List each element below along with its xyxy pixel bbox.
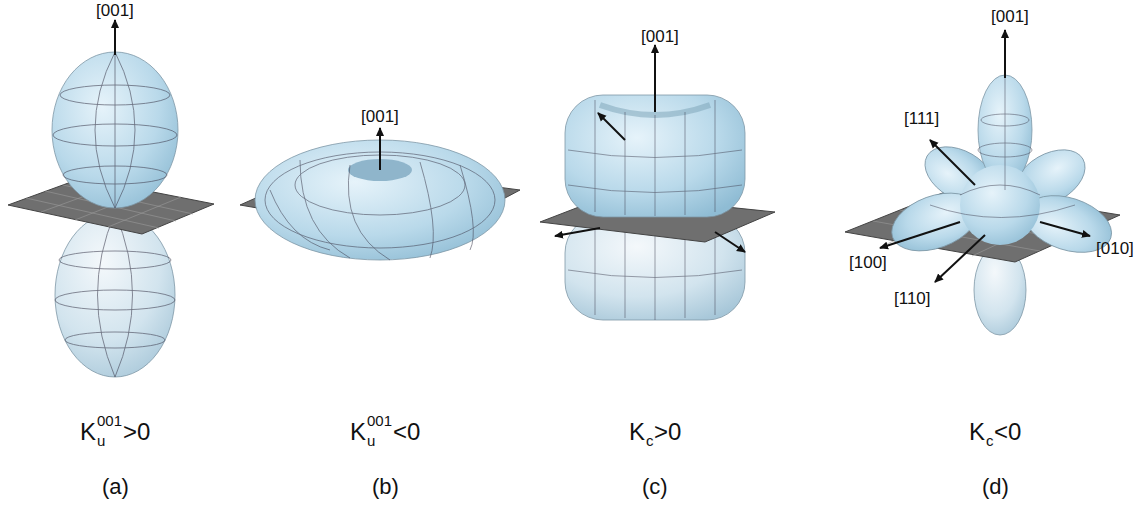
- caption-text: <0: [393, 420, 420, 444]
- panel-letter: (b): [372, 476, 399, 498]
- panel-letter: (d): [982, 476, 1009, 498]
- caption-script: c: [986, 433, 994, 448]
- cubic-positive: [540, 45, 775, 320]
- axis-label: [110]: [894, 290, 931, 307]
- panel-letter: (c): [642, 476, 668, 498]
- caption-script: u: [367, 433, 375, 448]
- axis-label: [100]: [849, 254, 887, 271]
- panel-letter: (a): [102, 476, 129, 498]
- caption-script: 001: [97, 413, 122, 428]
- caption-text: K: [629, 420, 645, 444]
- axis-label: [111]: [904, 110, 939, 127]
- cubic-negative: [845, 30, 1120, 335]
- uniaxial-positive: [8, 20, 214, 377]
- axis-label: [001]: [641, 28, 679, 45]
- caption-text: K: [80, 420, 96, 444]
- caption-text: K: [969, 420, 985, 444]
- axis-label: [001]: [991, 8, 1029, 25]
- caption-script: 001: [367, 413, 392, 428]
- uniaxial-negative: [240, 128, 520, 260]
- axis-label: [001]: [361, 108, 399, 125]
- caption-script: c: [646, 433, 654, 448]
- caption-script: u: [97, 433, 105, 448]
- caption-text: K: [350, 420, 366, 444]
- axis-label: [001]: [96, 2, 134, 19]
- axis-label: [010]: [1096, 240, 1134, 257]
- caption-text: <0: [994, 420, 1021, 444]
- caption-text: >0: [123, 420, 150, 444]
- caption-text: >0: [654, 420, 681, 444]
